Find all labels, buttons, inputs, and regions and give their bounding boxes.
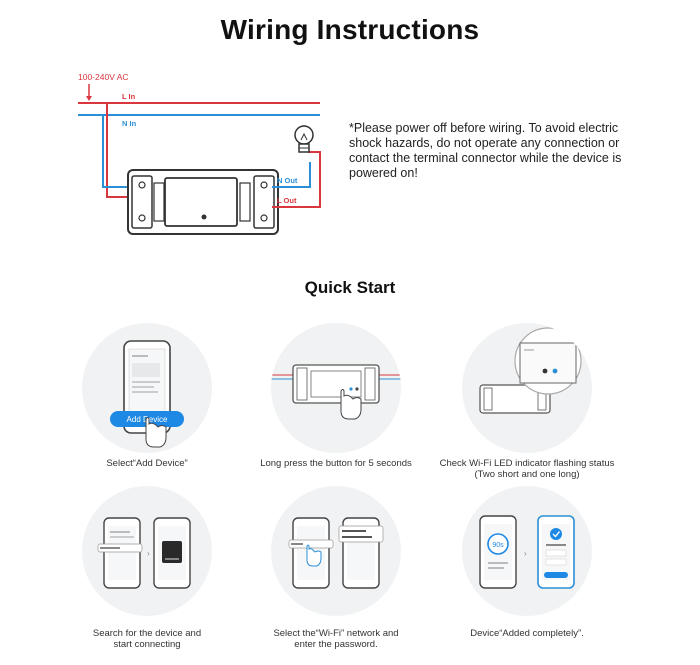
arrow-right-icon: › bbox=[524, 549, 527, 558]
step-6-caption: Device“Added completely”. bbox=[470, 628, 584, 639]
countdown-timer-label: 90s bbox=[492, 542, 504, 549]
quick-start-title: Quick Start bbox=[304, 278, 396, 297]
wiring-diagram: 100-240V AC L In N In N Out L Out bbox=[78, 72, 321, 235]
n-out-label: N Out bbox=[277, 176, 298, 185]
n-in-label: N In bbox=[122, 119, 137, 128]
step-4-caption: Search for the device and start connecti… bbox=[47, 628, 247, 650]
voltage-label: 100-240V AC bbox=[78, 72, 129, 82]
step-4-illustration: › bbox=[82, 486, 212, 616]
device-thumbnail bbox=[162, 541, 182, 563]
step-5-caption-line-1: Select the“Wi-Fi” network and bbox=[273, 628, 399, 639]
right-terminal bbox=[253, 175, 275, 229]
step-2-illustration bbox=[271, 323, 401, 453]
device-housing bbox=[164, 177, 238, 227]
step-4-caption-line-1: Search for the device and bbox=[92, 628, 202, 639]
hand-tap-icon bbox=[145, 417, 167, 448]
step-3-caption-line-1: Check Wi-Fi LED indicator flashing statu… bbox=[439, 458, 615, 469]
device-led bbox=[201, 214, 207, 220]
neutral-drop-wire bbox=[102, 115, 133, 188]
step-3-caption: Check Wi-Fi LED indicator flashing statu… bbox=[427, 458, 627, 480]
page-title: Wiring Instructions bbox=[220, 14, 480, 45]
device-icon bbox=[479, 384, 551, 414]
wifi-form bbox=[338, 525, 384, 543]
check-icon bbox=[550, 528, 562, 540]
done-button-illustration bbox=[544, 572, 568, 578]
live-drop-wire bbox=[106, 103, 133, 198]
l-in-label: L In bbox=[122, 92, 136, 101]
step-3-caption-line-2: (Two short and one long) bbox=[474, 469, 580, 480]
input-arrow-icon bbox=[86, 96, 92, 101]
n-out-wire bbox=[272, 162, 311, 188]
step-5-caption: Select the“Wi-Fi” network and enter the … bbox=[236, 628, 436, 650]
step-5-caption-line-2: enter the password. bbox=[294, 639, 378, 650]
step-2-caption: Long press the button for 5 seconds bbox=[260, 458, 412, 469]
arrow-right-icon: › bbox=[147, 549, 150, 558]
left-terminal bbox=[131, 175, 153, 229]
hand-tap-icon bbox=[306, 544, 322, 567]
light-bulb-icon bbox=[294, 125, 314, 153]
l-out-wire bbox=[272, 151, 321, 208]
step-4-caption-line-2: start connecting bbox=[113, 639, 181, 650]
l-out-label: L Out bbox=[277, 196, 297, 205]
countdown-timer bbox=[487, 533, 509, 555]
step-5-illustration bbox=[271, 486, 401, 616]
step-1-caption: Select“Add Device” bbox=[106, 458, 188, 469]
safety-warning: *Please power off before wiring. To avoi… bbox=[349, 121, 622, 180]
step-1-illustration: Add Device bbox=[82, 323, 212, 453]
hand-press-icon bbox=[340, 389, 362, 420]
step-3-illustration bbox=[462, 323, 592, 453]
step-6-illustration: 90s › bbox=[462, 486, 592, 616]
